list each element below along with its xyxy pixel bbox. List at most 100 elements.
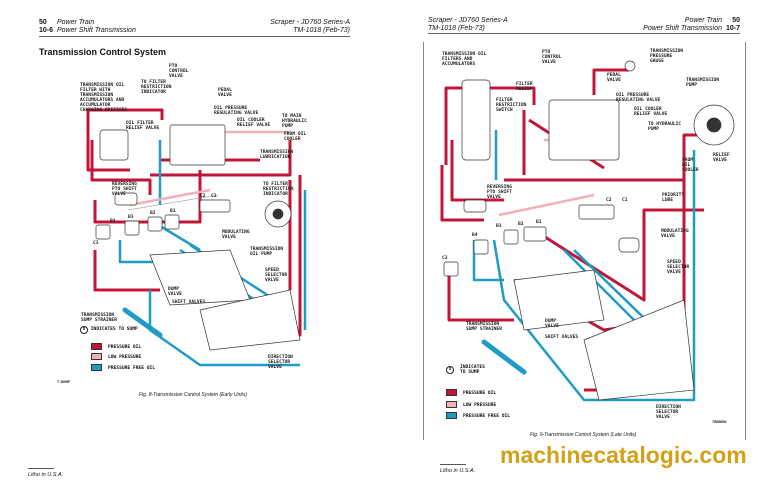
header-left: Scraper - JD760 Series-A TM-1018 (Feb-73… xyxy=(428,17,508,33)
label-c3: C3 xyxy=(93,241,99,246)
label-pressure-gauge: TRANSMISSION PRESSURE GAUGE xyxy=(650,49,684,64)
label-reversing-valve: REVERSING PTO SHIFT VALVE xyxy=(112,182,137,197)
label-b2: B2 xyxy=(518,222,524,227)
label-b2: B2 xyxy=(150,211,156,216)
label-b4: B4 xyxy=(110,219,116,224)
figure-caption: Fig. 8-Transmission Control System (Earl… xyxy=(139,392,247,398)
figure-code: T 1999F xyxy=(57,380,71,384)
pressure-free-line xyxy=(472,130,696,402)
label-main-pump: TO MAIN HYDRAULIC PUMP xyxy=(282,114,307,129)
swatch-icon xyxy=(91,364,102,371)
section-name: Power Train xyxy=(684,17,722,24)
pump-hub xyxy=(272,208,284,220)
right-page: Scraper - JD760 Series-A TM-1018 (Feb-73… xyxy=(384,0,768,497)
label-cooler-relief: OIL COOLER RELIEF VALVE xyxy=(634,107,668,117)
label-filter-relief: FILTER RELIEF xyxy=(516,82,533,92)
label-filter-relief: OIL FILTER RELIEF VALVE xyxy=(126,121,160,131)
manual-id: TM-1018 (Feb-73) xyxy=(428,25,485,32)
label-regulating-valve: OIL PRESSURE REGULATING VALVE xyxy=(616,93,661,103)
page-title: Transmission Control System xyxy=(39,47,167,57)
section-number: 10-6 xyxy=(39,27,54,34)
page-number: 50 xyxy=(732,17,740,24)
legend-low-pressure: LOW PRESSURE xyxy=(446,401,496,408)
clutch-pack xyxy=(503,229,519,245)
label-oil-filters: TRANSMISSION OIL FILTERS AND ACCUMULATOR… xyxy=(442,52,487,67)
label-filter-restriction-2: TO FILTER RESTRICTION INDICATOR xyxy=(263,182,294,197)
valve-body xyxy=(169,124,226,166)
reversing-valve xyxy=(463,199,487,213)
label-b4: B4 xyxy=(472,233,478,238)
swatch-icon xyxy=(91,353,102,360)
pressure-line xyxy=(93,175,302,337)
label-pto-control-valve: PTO CONTROL VALVE xyxy=(542,50,562,65)
label-direction-selector: DIRECTION SELECTOR VALVE xyxy=(268,355,293,370)
label-pedal-valve: PEDAL VALVE xyxy=(218,88,232,98)
label-c3: C3 xyxy=(442,256,448,261)
clutch-pack xyxy=(523,226,547,242)
label-c2: C2 xyxy=(606,198,612,203)
label-b1: B1 xyxy=(536,220,542,225)
label-transmission-pump: TRANSMISSION PUMP xyxy=(686,78,720,88)
sump-strainer xyxy=(481,339,527,375)
swatch-icon xyxy=(446,412,457,419)
label-dump-valve: DUMP VALVE xyxy=(168,287,182,297)
clutch-pack xyxy=(443,261,459,277)
section-number: 10-7 xyxy=(725,25,740,32)
label-lubrication: TRANSMISSION LUBRICATION xyxy=(260,150,294,160)
machine-name: Scraper - JD760 Series-A xyxy=(270,19,350,26)
section-name: Power Train xyxy=(57,19,95,26)
sump-note-text: INDICATES TO SUMP xyxy=(90,327,138,332)
label-b3: B3 xyxy=(128,215,134,220)
shift-valve-housing xyxy=(149,249,251,306)
figure-code: T58888N xyxy=(712,420,727,424)
label-modulating-valve: MODULATING VALVE xyxy=(661,229,689,239)
label-pedal-valve: PEDAL VALVE xyxy=(607,73,621,83)
label-c1: C1 xyxy=(622,198,628,203)
clutch-pack xyxy=(147,216,163,232)
label-hydraulic-pump: TO HYDRAULIC PUMP xyxy=(648,122,682,132)
legend-pressure-free: PRESSURE FREE OIL xyxy=(91,364,155,371)
label-filter-restriction: TO FILTER RESTRICTION INDICATOR xyxy=(141,80,172,95)
legend-pressure-free: PRESSURE FREE OIL xyxy=(446,412,510,419)
manual-id: TM-1018 (Feb-73) xyxy=(293,27,350,34)
sump-note: X INDICATES TO SUMP xyxy=(80,326,138,334)
label-c1: C1 xyxy=(211,194,217,199)
label-pto-control-valve: PTO CONTROL VALVE xyxy=(169,64,189,79)
legend-pressure-oil: PRESSURE OIL xyxy=(91,343,141,350)
legend-label: LOW PRESSURE xyxy=(108,355,142,360)
pressure-gauge xyxy=(624,60,636,72)
sump-strainer xyxy=(122,307,163,338)
label-regulating-valve: OIL PRESSURE REGULATING VALVE xyxy=(214,106,259,116)
sump-x-icon: X xyxy=(80,326,88,334)
swatch-icon xyxy=(446,401,457,408)
header-rule xyxy=(39,36,350,37)
label-relief-valve: RELIEF VALVE xyxy=(713,153,730,163)
legend-low-pressure: LOW PRESSURE xyxy=(91,353,141,360)
reversing-valve xyxy=(114,192,138,206)
footer-litho: Litho in U.S.A. xyxy=(440,464,476,474)
label-from-cooler: FROM OIL COOLER xyxy=(284,132,307,142)
footer-litho: Litho in U.S.A. xyxy=(28,468,64,478)
clutch-pack xyxy=(578,204,615,220)
clutch-pack xyxy=(164,214,180,230)
sump-x-icon: X xyxy=(446,366,454,374)
sump-note: X INDICATES TO SUMP xyxy=(446,365,485,375)
legend-label: PRESSURE FREE OIL xyxy=(463,414,511,419)
legend-label: PRESSURE FREE OIL xyxy=(108,366,156,371)
label-shift-valves: SHIFT VALVES xyxy=(545,335,579,340)
label-speed-selector: SPEED SELECTOR VALVE xyxy=(265,268,288,283)
header-rule xyxy=(428,33,740,34)
swatch-icon xyxy=(91,343,102,350)
label-reversing-valve: REVERSING PTO SHIFT VALVE xyxy=(487,185,512,200)
figure-frame xyxy=(423,42,746,440)
pump-hub xyxy=(706,117,722,133)
low-pressure-outline xyxy=(127,194,219,211)
label-sump-strainer: TRANSMISSION SUMP STRAINER xyxy=(466,322,502,332)
label-oil-pump: TRANSMISSION OIL PUMP xyxy=(250,247,284,257)
label-b3: B3 xyxy=(496,224,502,229)
label-shift-valves: SHIFT VALVES xyxy=(172,300,206,305)
subsection-name: Power Shift Transmission xyxy=(57,27,136,34)
clutch-pack xyxy=(124,220,140,236)
